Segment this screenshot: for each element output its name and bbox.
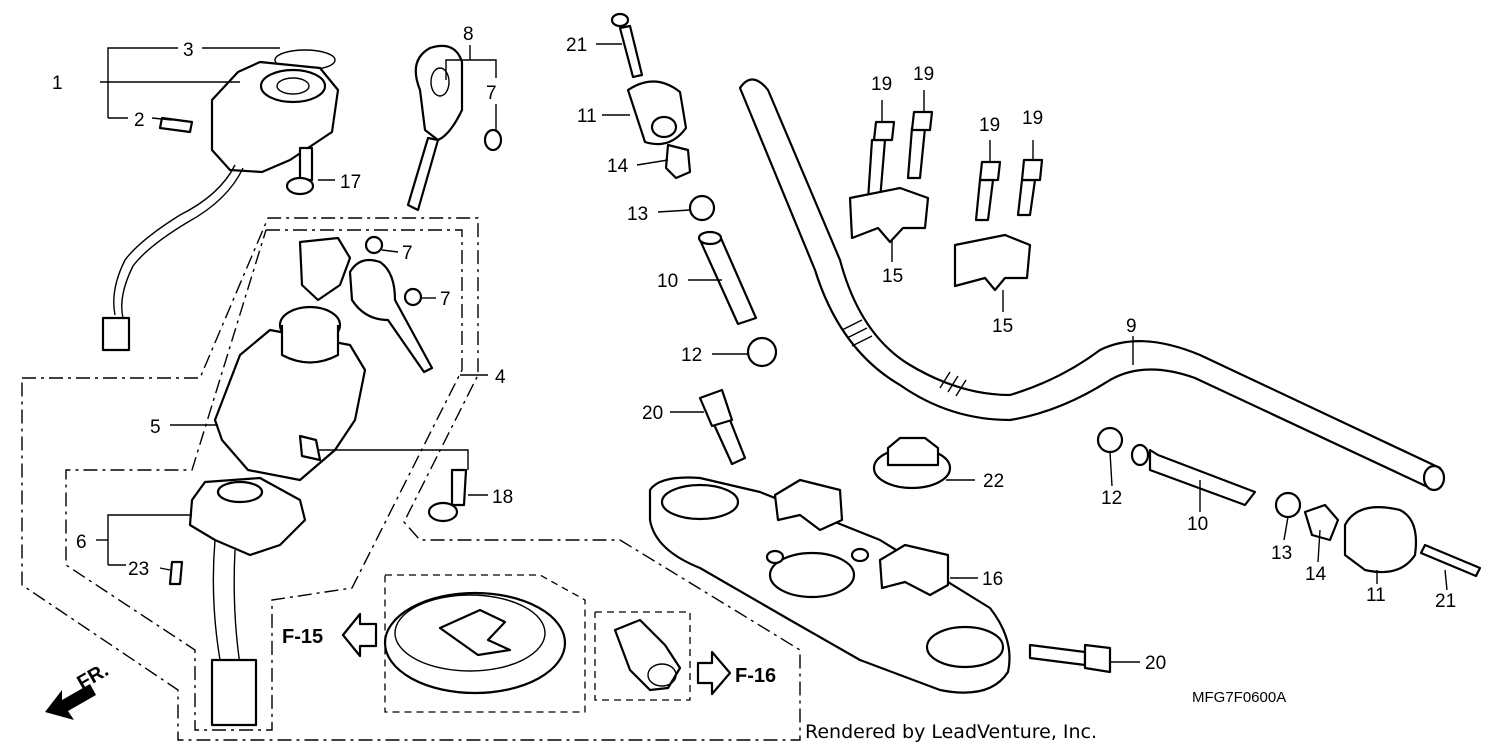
callout-2: 2 bbox=[134, 110, 145, 131]
callout-11a: 11 bbox=[577, 106, 597, 127]
leader-lines bbox=[96, 43, 1448, 663]
callout-7a: 7 bbox=[486, 83, 497, 104]
callout-21b: 21 bbox=[1435, 591, 1456, 612]
callout-19b: 19 bbox=[913, 64, 934, 85]
lower-switch bbox=[168, 476, 307, 727]
handlebar-tube bbox=[738, 78, 1442, 490]
reference-arrows: F-15 F-16 bbox=[282, 612, 776, 696]
front-arrow-icon bbox=[45, 684, 96, 720]
callout-13a: 13 bbox=[627, 204, 648, 225]
washer-7a bbox=[364, 235, 384, 255]
connector bbox=[101, 316, 131, 352]
callout-23: 23 bbox=[128, 559, 149, 580]
washer-7b bbox=[403, 287, 423, 307]
top-bridge bbox=[648, 476, 1011, 694]
callouts: 1 2 3 4 5 6 7 7 7 8 9 10 10 11 11 12 12 … bbox=[52, 24, 1456, 674]
callout-14a: 14 bbox=[607, 156, 629, 177]
callout-4: 4 bbox=[495, 367, 506, 388]
callout-21a: 21 bbox=[566, 35, 587, 56]
fuel-cap-region bbox=[383, 574, 691, 713]
callout-12a: 12 bbox=[681, 345, 702, 366]
bolt-20-upper bbox=[698, 388, 747, 466]
key-assembly bbox=[406, 44, 503, 212]
screw-21 bbox=[618, 24, 644, 79]
handlebar bbox=[738, 78, 1446, 492]
ignition-switch bbox=[213, 235, 434, 482]
callout-13b: 13 bbox=[1271, 543, 1292, 564]
callout-9: 9 bbox=[1126, 316, 1137, 337]
lower-switch-body bbox=[188, 476, 307, 557]
lock-washer-13 bbox=[688, 194, 716, 222]
key-head bbox=[414, 44, 464, 142]
callout-8: 8 bbox=[463, 24, 474, 45]
handlebar-holders bbox=[848, 110, 1044, 292]
callout-17: 17 bbox=[340, 172, 361, 193]
bolt-20-lower bbox=[1028, 643, 1112, 674]
key-blade bbox=[406, 136, 440, 212]
callout-20b: 20 bbox=[1145, 653, 1166, 674]
switch-cover-assembly bbox=[101, 49, 340, 352]
clip-14 bbox=[664, 143, 692, 180]
front-marker: FR. bbox=[45, 659, 112, 720]
screw-21b bbox=[1419, 543, 1482, 578]
holder-15a bbox=[848, 186, 930, 244]
callout-16: 16 bbox=[982, 569, 1003, 590]
callout-10a: 10 bbox=[657, 271, 678, 292]
arrow-left-icon bbox=[341, 612, 378, 658]
credit-text: Rendered by LeadVenture, Inc. bbox=[805, 721, 1097, 743]
front-label: FR. bbox=[74, 659, 113, 694]
stem-nut bbox=[872, 436, 952, 490]
callout-12b: 12 bbox=[1101, 488, 1122, 509]
callout-19c: 19 bbox=[979, 115, 1000, 136]
group-outlines bbox=[21, 217, 801, 741]
callout-22: 22 bbox=[983, 471, 1004, 492]
callout-5: 5 bbox=[150, 417, 161, 438]
callout-19a: 19 bbox=[871, 74, 892, 95]
callout-7c: 7 bbox=[440, 289, 451, 310]
holder-15b bbox=[953, 233, 1032, 292]
key-in-switch bbox=[298, 236, 352, 302]
callout-6: 6 bbox=[76, 532, 87, 553]
left-handle-weight bbox=[610, 12, 778, 368]
right-handle-weight bbox=[1096, 426, 1482, 578]
callout-1: 1 bbox=[52, 73, 63, 94]
callout-15b: 15 bbox=[992, 316, 1013, 337]
callout-14b: 14 bbox=[1305, 564, 1327, 585]
callout-3: 3 bbox=[183, 40, 194, 61]
lock-washer-12 bbox=[746, 336, 778, 368]
washer-7 bbox=[483, 128, 503, 152]
callout-10b: 10 bbox=[1187, 514, 1208, 535]
diagram-code: MFG7F0600A bbox=[1192, 689, 1286, 706]
collar-10b bbox=[1148, 448, 1257, 507]
weight-11b bbox=[1343, 506, 1418, 574]
callout-20a: 20 bbox=[642, 403, 663, 424]
callout-19d: 19 bbox=[1022, 108, 1043, 129]
callout-7b: 7 bbox=[402, 243, 413, 264]
callout-11b: 11 bbox=[1366, 585, 1386, 606]
label-sticker bbox=[158, 116, 194, 134]
lower-connector bbox=[210, 658, 258, 727]
arrow-right-icon bbox=[696, 650, 732, 696]
fuel-lock bbox=[613, 618, 682, 692]
ref-f16: F-16 bbox=[735, 665, 776, 687]
bolts-17-18 bbox=[285, 146, 468, 523]
callout-18: 18 bbox=[492, 487, 513, 508]
callout-15a: 15 bbox=[882, 266, 903, 287]
ref-f15: F-15 bbox=[282, 626, 323, 648]
